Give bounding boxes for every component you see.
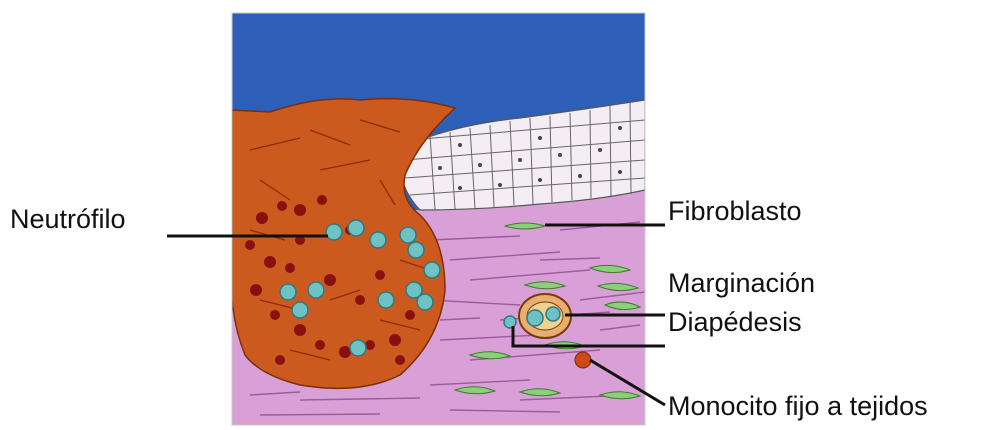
tissue-monocyte <box>575 352 591 368</box>
label-monocito: Monocito fijo a tejidos <box>668 393 928 420</box>
blood-vessel <box>519 294 571 338</box>
label-neutrofilo: Neutrófilo <box>10 206 126 233</box>
label-marginacion: Marginación <box>668 270 815 297</box>
label-fibroblasto: Fibroblasto <box>668 198 802 225</box>
label-diapedesis: Diapédesis <box>668 309 802 336</box>
